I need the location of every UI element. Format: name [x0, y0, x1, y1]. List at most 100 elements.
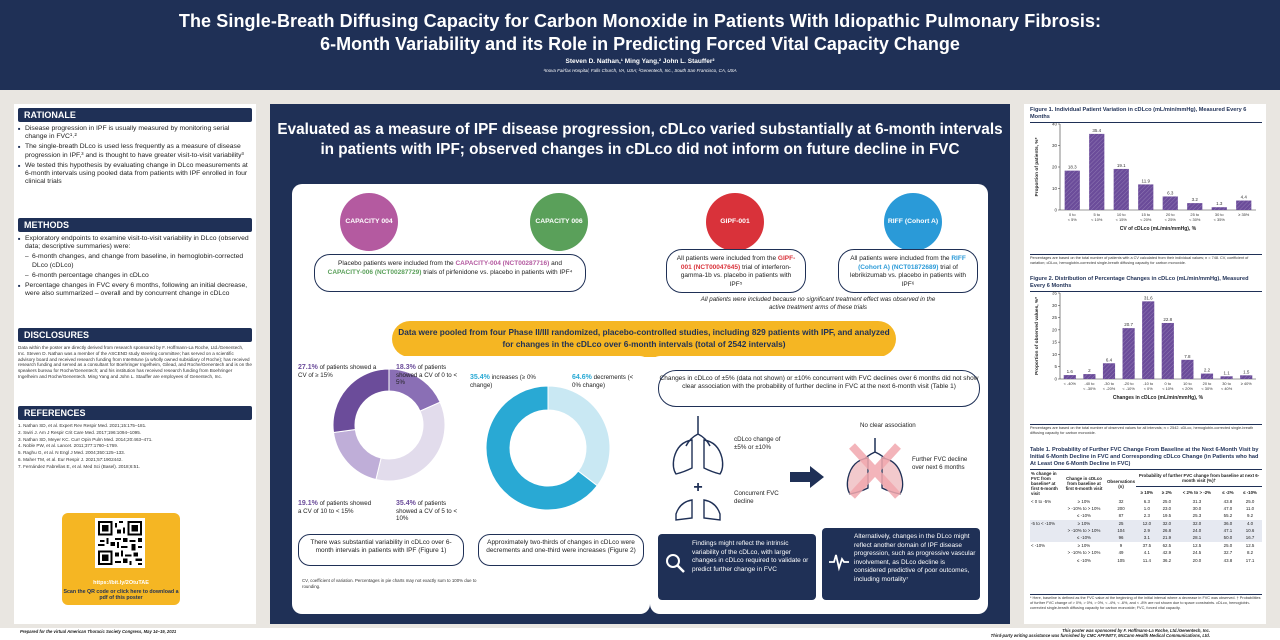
category-label: ≥ 35%: [1238, 212, 1250, 217]
poster-header: The Single-Breath Diffusing Capacity for…: [0, 0, 1280, 90]
table-cell: 25.3: [1192, 513, 1202, 519]
table-cell: 9.2: [1246, 513, 1254, 519]
right-arrow-icon: [790, 466, 824, 488]
table-cell: [1030, 505, 1062, 512]
table-cell: 20.0: [1192, 557, 1202, 563]
table-cell: 43.8: [1223, 498, 1233, 504]
gipf-001-id: GIPF-001 (NCT00047645): [680, 255, 796, 271]
table-cell: 26.8: [1157, 526, 1177, 535]
data-label: 7.8: [1184, 354, 1191, 359]
rationale-list: Disease progression in IPF is usually me…: [18, 125, 252, 188]
bar-hatch: [1089, 133, 1105, 210]
category-label: 30 to: [1222, 381, 1231, 386]
data-label: 18.3: [1068, 165, 1077, 170]
donut2-label-right: 64.6% decrements (< 0% change): [572, 374, 642, 389]
category-label: < 20%: [1182, 386, 1194, 391]
table-cell: 43.8: [1223, 557, 1233, 563]
category-label: -10 to: [1143, 381, 1153, 386]
table-cell: [1030, 549, 1062, 556]
interpretation-box-1: Findings might reflect the intrinsic var…: [658, 534, 816, 600]
box3-text-a: All patients were included from the: [850, 255, 952, 262]
table-cell: 6.3: [1143, 498, 1150, 504]
donut1-text: of patients showed a CV of 5 to < 10%: [396, 500, 458, 523]
category-label: 10 to: [1117, 212, 1126, 217]
table-cell: 47.1: [1217, 526, 1239, 535]
bar-hatch: [1200, 373, 1214, 379]
donut-change-direction: [485, 385, 611, 511]
authors: Steven D. Nathan,¹ Ming Yang,² John L. S…: [565, 58, 715, 65]
category-label: -40 to: [1084, 381, 1094, 386]
table-cell: ≥ 10%: [1077, 542, 1091, 548]
table-cell: 21.9: [1157, 534, 1177, 542]
bar-hatch: [1122, 328, 1135, 379]
table-cell: 87: [1118, 513, 1124, 519]
table-cell: 28.1: [1176, 534, 1218, 542]
table-cell: 24.0: [1176, 526, 1218, 535]
qr-code-icon[interactable]: [95, 518, 145, 568]
table-cell: 19.5: [1162, 513, 1172, 519]
qr-url-link[interactable]: https://bit.ly/2OtuTAE: [93, 580, 149, 586]
table-cell: 47.0: [1223, 505, 1233, 511]
rationale-item: We tested this hypothesis by evaluating …: [18, 162, 252, 187]
data-label: 4.4: [1241, 195, 1248, 200]
methods-subitem: 6-month percentage changes in cDLco: [18, 272, 252, 280]
y-tick-label: 10: [1052, 186, 1058, 191]
footer-left: Prepared for the virtual American Thorac…: [20, 629, 177, 634]
table-cell: 105: [1117, 557, 1125, 563]
table-cell: 62.5: [1162, 542, 1172, 548]
data-label: 20.7: [1124, 322, 1133, 327]
donut1-label-bottom-right: 35.4% of patients showed a CV of 5 to < …: [396, 500, 464, 523]
y-tick-label: 30: [1052, 303, 1058, 308]
donut1-label-bottom-left: 19.1% of patients showed a CV of 10 to <…: [298, 500, 374, 515]
bar-hatch: [1240, 375, 1253, 379]
table-cell: 50.0: [1217, 534, 1239, 542]
table-cell: 24.5: [1192, 550, 1202, 556]
magnifier-icon: [666, 554, 685, 573]
table-cell: 11.4: [1142, 557, 1151, 563]
caption-figure-2: Approximately two-thirds of changes in c…: [478, 534, 644, 566]
table-cell: ≤ -10%: [1077, 557, 1091, 563]
table-cell: 25.0: [1223, 542, 1233, 548]
center-panel: Evaluated as a measure of IPF disease pr…: [270, 104, 1010, 624]
table-cell: [1030, 534, 1062, 542]
donut2-label-left: 35.4% increases (≥ 0% change): [470, 374, 550, 389]
table-cell: 32.0: [1157, 519, 1177, 527]
y-tick-label: 40: [1052, 122, 1058, 127]
bar-hatch: [1220, 376, 1233, 379]
reference-item: 2. Swiri J. Am J Respir Crit Care Med. 2…: [18, 429, 142, 435]
table-cell: ≥ 10%: [1062, 519, 1106, 527]
donut2-text: decrements (< 0% change): [572, 374, 634, 389]
donut-cv-distribution: [332, 368, 446, 482]
qr-download-card[interactable]: https://bit.ly/2OtuTAE Scan the QR code …: [62, 513, 180, 605]
category-label: ≥ 40%: [1241, 381, 1253, 386]
bar-hatch: [1102, 363, 1116, 379]
table-cell: 32.7: [1223, 550, 1233, 556]
table-cell: > -10% to > 10%: [1067, 505, 1101, 511]
x-axis-label: Changes in cDLco (mL/min/mmHg), %: [1113, 395, 1204, 401]
figure-1-footnote: Percentages are based on the total numbe…: [1030, 254, 1262, 266]
donut1-pct: 19.1%: [298, 500, 318, 507]
y-axis-label: Proportion of patients, %*: [1034, 137, 1040, 196]
capacity-004-id: CAPACITY-004 (NCT00287716): [455, 260, 550, 267]
reference-item: 6. Maher TM, et al. Eur Respir J. 2021;5…: [18, 456, 123, 462]
association-statement: Changes in cDLco of ±5% (data not shown)…: [658, 370, 980, 407]
disclosures-heading: DISCLOSURES: [18, 328, 252, 342]
category-label: < 25%: [1165, 217, 1177, 222]
qr-instructions: Scan the QR code or click here to downlo…: [63, 589, 179, 602]
category-label: < 10%: [1162, 386, 1174, 391]
table-cell: 16.7: [1238, 534, 1262, 542]
inclusion-note: All patients were included because no si…: [700, 296, 936, 311]
bar-hatch: [1142, 301, 1155, 379]
category-label: < -30%: [1083, 386, 1096, 391]
donut-slice: [375, 401, 446, 482]
box1-text-b: trials of pirfenidone vs. placebo in pat…: [421, 268, 573, 276]
category-label: < 10%: [1091, 217, 1103, 222]
donut1-text: of patients showed a CV of 10 to < 15%: [298, 500, 372, 515]
category-label: < 30%: [1201, 386, 1213, 391]
circle-gipf-001: GIPF-001: [706, 193, 764, 251]
donut-slice: [332, 428, 382, 481]
